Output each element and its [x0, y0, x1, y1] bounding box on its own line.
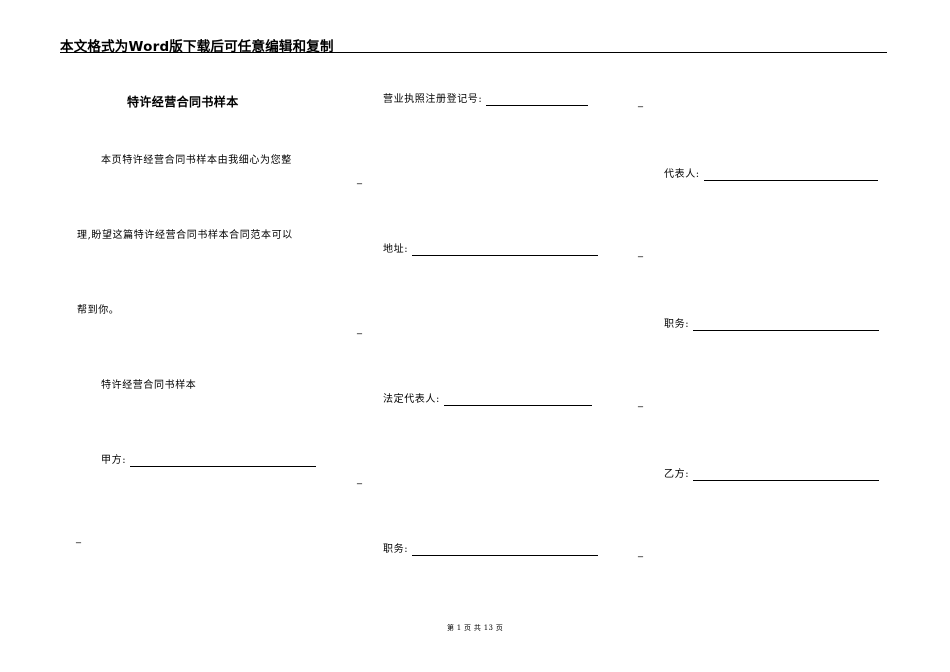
intro-line-1: 本页特许经营合同书样本由我细心为您整 — [101, 155, 292, 166]
representative-label: 代表人: — [664, 169, 700, 180]
dash-mark: _ — [638, 547, 643, 558]
dash-mark: _ — [638, 397, 643, 408]
party-b-label: 乙方: — [664, 469, 690, 480]
legal-representative-field: 法定代表人: — [383, 394, 592, 406]
position-blank-2 — [693, 320, 880, 331]
document-title: 特许经营合同书样本 — [127, 95, 239, 109]
subtitle: 特许经营合同书样本 — [101, 380, 197, 391]
party-a-field: 甲方: — [101, 455, 317, 467]
legal-representative-blank — [443, 395, 592, 406]
party-b-field: 乙方: — [664, 469, 880, 481]
position-blank-1 — [412, 545, 599, 556]
position-label-2: 职务: — [664, 319, 690, 330]
representative-field: 代表人: — [664, 169, 878, 181]
intro-line-2: 理,盼望这篇特许经营合同书样本合同范本可以 — [77, 230, 293, 241]
license-number-field: 营业执照注册登记号: — [383, 94, 589, 106]
page-number: 第 1 页 共 13 页 — [446, 624, 504, 632]
party-b-blank — [693, 470, 880, 481]
address-field: 地址: — [383, 244, 599, 256]
representative-blank — [703, 170, 878, 181]
party-a-label: 甲方: — [101, 455, 127, 466]
license-number-label: 营业执照注册登记号: — [383, 94, 483, 105]
dash-mark: _ — [357, 474, 362, 485]
intro-line-3: 帮到你。 — [77, 305, 120, 316]
license-number-blank — [486, 95, 589, 106]
position-label-1: 职务: — [383, 544, 409, 555]
header-divider — [60, 52, 887, 53]
position-field-1: 职务: — [383, 544, 599, 556]
dash-mark: _ — [357, 324, 362, 335]
dash-mark: _ — [76, 533, 81, 544]
position-field-2: 职务: — [664, 319, 880, 331]
address-label: 地址: — [383, 244, 409, 255]
dash-mark: _ — [638, 247, 643, 258]
dash-mark: _ — [638, 97, 643, 108]
address-blank — [412, 245, 599, 256]
party-a-blank — [130, 456, 317, 467]
legal-representative-label: 法定代表人: — [383, 394, 440, 405]
dash-mark: _ — [357, 174, 362, 185]
header-title: 本文格式为Word版下载后可任意编辑和复制 — [60, 39, 334, 55]
